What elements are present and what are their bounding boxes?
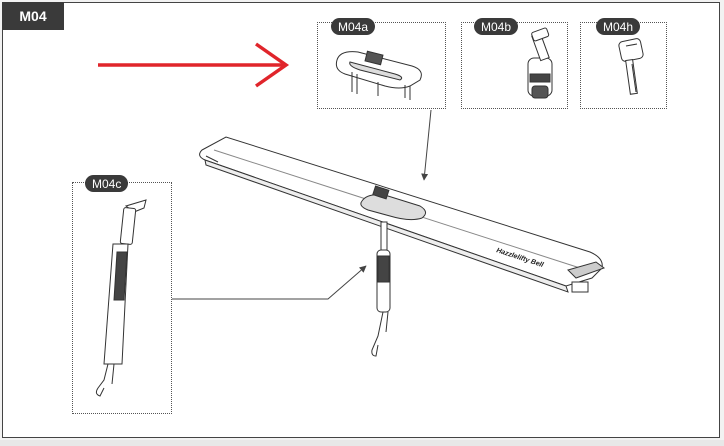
callout-label-m04b: M04b: [474, 18, 519, 35]
rail-strut-drawing: [371, 221, 391, 357]
key-drawing: [618, 38, 644, 95]
callout-label-m04h: M04h: [596, 18, 641, 35]
gas-strut-drawing: [95, 199, 147, 397]
main-part-label: M04: [2, 2, 64, 30]
callout-label-m04a: M04a: [331, 18, 376, 35]
latch-handle-drawing: [335, 50, 422, 100]
leader-line-m04c: [172, 265, 367, 300]
main-rail-drawing: [199, 136, 606, 293]
callout-label-m04c: M04c: [85, 175, 129, 192]
callout-box-m04a: [317, 22, 446, 109]
lock-cylinder-drawing: [527, 27, 553, 99]
bottom-strip: [0, 440, 724, 446]
leader-line-m04a: [421, 109, 432, 181]
red-direction-arrow: [98, 42, 290, 88]
